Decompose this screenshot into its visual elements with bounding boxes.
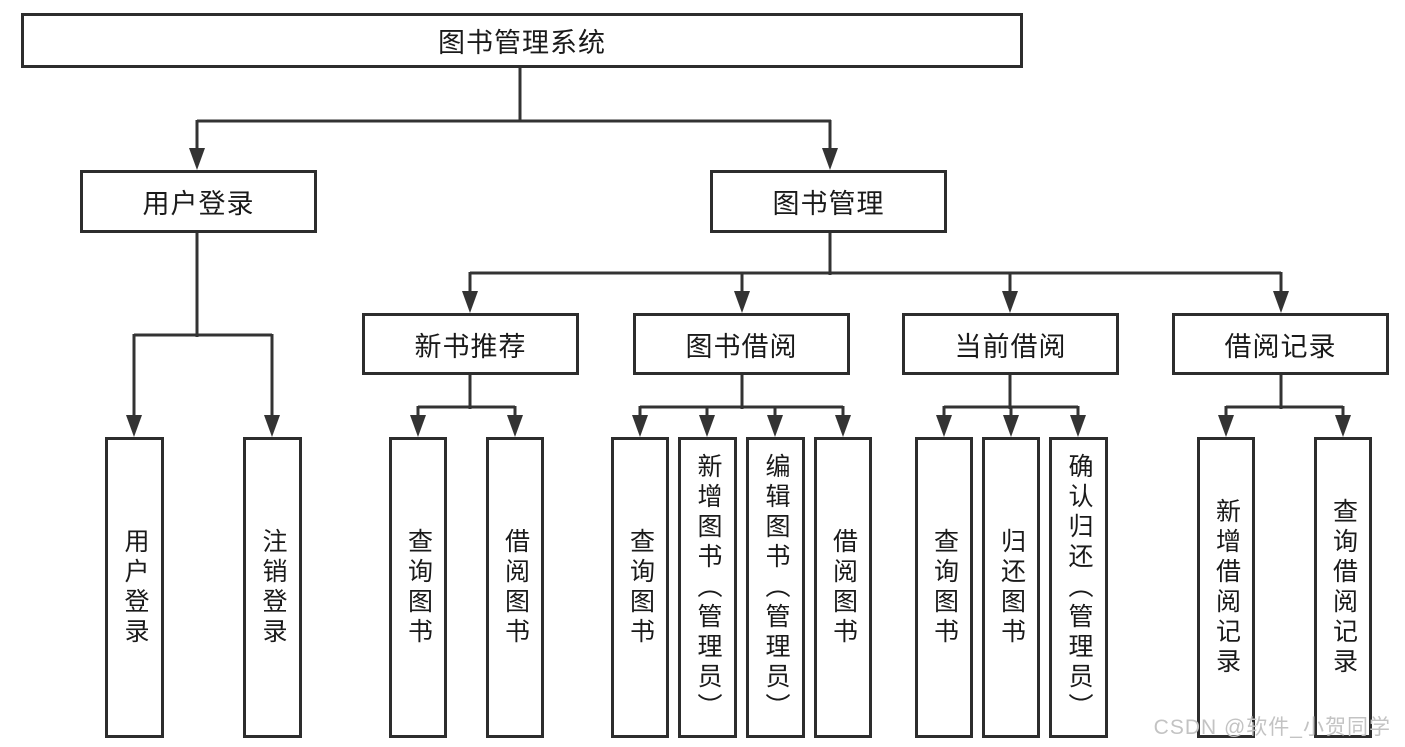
node-new-book-recommendation: 新书推荐 [362,313,579,375]
node-leaf-confirm-return-admin: 确认归还（管理员） [1049,437,1108,738]
node-leaf-user-login: 用户登录 [105,437,164,738]
node-book-borrowing: 图书借阅 [633,313,850,375]
csdn-watermark: CSDN @软件_小贺同学 [1153,716,1391,739]
arrow-down-icons [126,148,1351,437]
node-library-management-system: 图书管理系统 [21,13,1023,68]
node-leaf-edit-books-admin: 编辑图书（管理员） [746,437,805,738]
node-borrowing-records: 借阅记录 [1172,313,1389,375]
node-leaf-add-borrow-record: 新增借阅记录 [1197,437,1255,738]
node-leaf-return-books: 归还图书 [982,437,1040,738]
node-user-login: 用户登录 [80,170,317,233]
node-leaf-query-books-current: 查询图书 [915,437,973,738]
node-leaf-query-borrow-record: 查询借阅记录 [1314,437,1372,738]
node-leaf-borrow-books-recommend: 借阅图书 [486,437,544,738]
node-leaf-query-books-recommend: 查询图书 [389,437,447,738]
node-leaf-query-books-borrowing: 查询图书 [611,437,669,738]
node-book-management: 图书管理 [710,170,947,233]
node-current-borrowing: 当前借阅 [902,313,1119,375]
node-leaf-borrow-books: 借阅图书 [814,437,872,738]
node-leaf-logout: 注销登录 [243,437,302,738]
node-leaf-add-books-admin: 新增图书（管理员） [678,437,737,738]
